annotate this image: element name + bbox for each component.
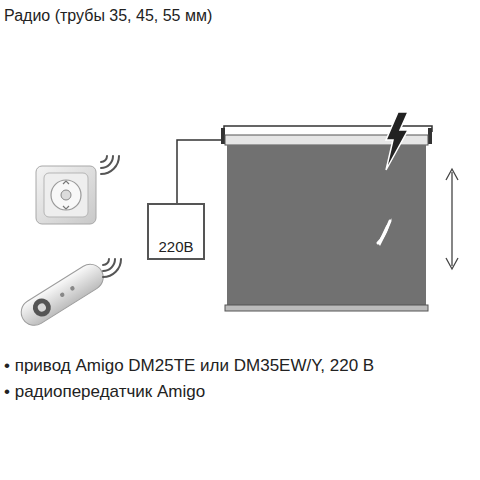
remote-control: [16, 259, 108, 330]
power-wire: [177, 140, 223, 203]
up-down-arrow: [446, 169, 458, 269]
lightning-symbol: [386, 112, 408, 170]
diagram-title: Радио (трубы 35, 45, 55 мм): [4, 7, 212, 25]
radio-waves: [101, 156, 119, 174]
roller-blind: [221, 126, 432, 311]
spec-note: • радиопередатчик Amigo: [4, 382, 205, 402]
radio-waves: [103, 259, 121, 277]
spec-note: • привод Amigo DM25TE или DM35EW/Y, 220 …: [4, 356, 374, 376]
power-box: 220В: [147, 203, 205, 260]
wall-switch: [36, 166, 96, 224]
power-label: 220В: [149, 238, 203, 255]
